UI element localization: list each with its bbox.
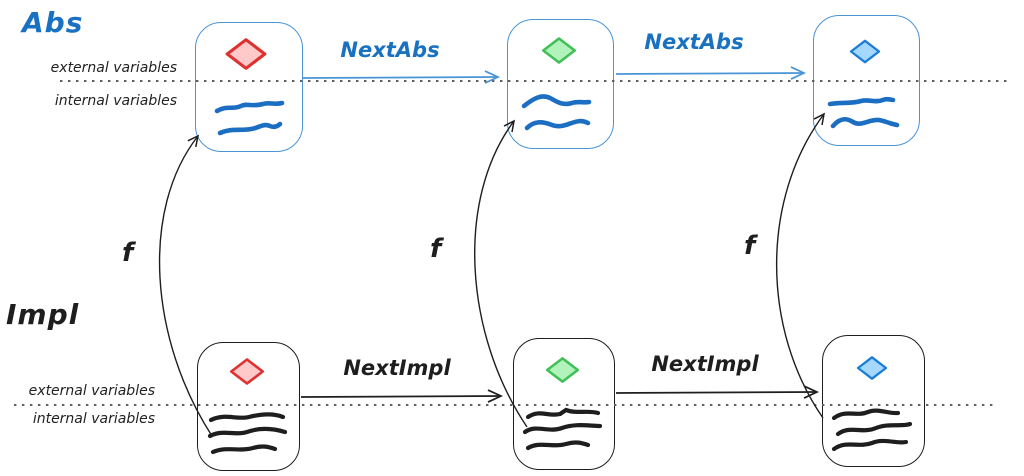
red-diamond-icon [225,38,267,70]
internal-scribble-icon [831,408,913,452]
abs-state-3 [813,15,920,146]
internal-scribble-icon [522,407,603,451]
next-abs-arrow-2 [615,66,807,80]
next-impl-arrow-2 [615,385,820,399]
internal-scribble-icon [214,100,285,136]
f-arrow-3 [776,112,826,419]
next-impl-arrow-1 [300,389,504,403]
impl-row-title: Impl [6,298,80,331]
impl-internal-variables-label: internal variables [32,411,155,427]
red-diamond-icon [229,358,265,385]
abs-state-2 [507,19,614,149]
next-abs-label-2: NextAbs [644,30,744,54]
next-impl-label-2: NextImpl [651,352,759,376]
abs-internal-variables-label: internal variables [54,93,177,109]
abs-external-variables-label: external variables [50,60,177,76]
impl-state-1 [197,342,300,471]
next-abs-arrow-1 [302,70,501,84]
impl-state-3 [822,335,925,467]
blue-diamond-icon [856,356,888,380]
impl-state-2 [513,338,615,470]
abs-row-title: Abs [22,6,84,39]
f-mapping-label-3: f [744,231,756,261]
next-abs-label-1: NextAbs [340,38,440,62]
impl-external-variables-label: external variables [28,383,155,399]
green-diamond-icon [541,37,577,64]
internal-scribble-icon [827,96,900,129]
next-impl-label-1: NextImpl [343,356,451,380]
internal-scribble-icon [207,412,288,455]
green-diamond-icon [545,357,580,383]
internal-scribble-icon [521,94,592,131]
f-mapping-label-1: f [122,238,134,268]
blue-diamond-icon [849,39,881,64]
f-mapping-label-2: f [430,234,442,264]
abs-state-1 [195,22,303,152]
